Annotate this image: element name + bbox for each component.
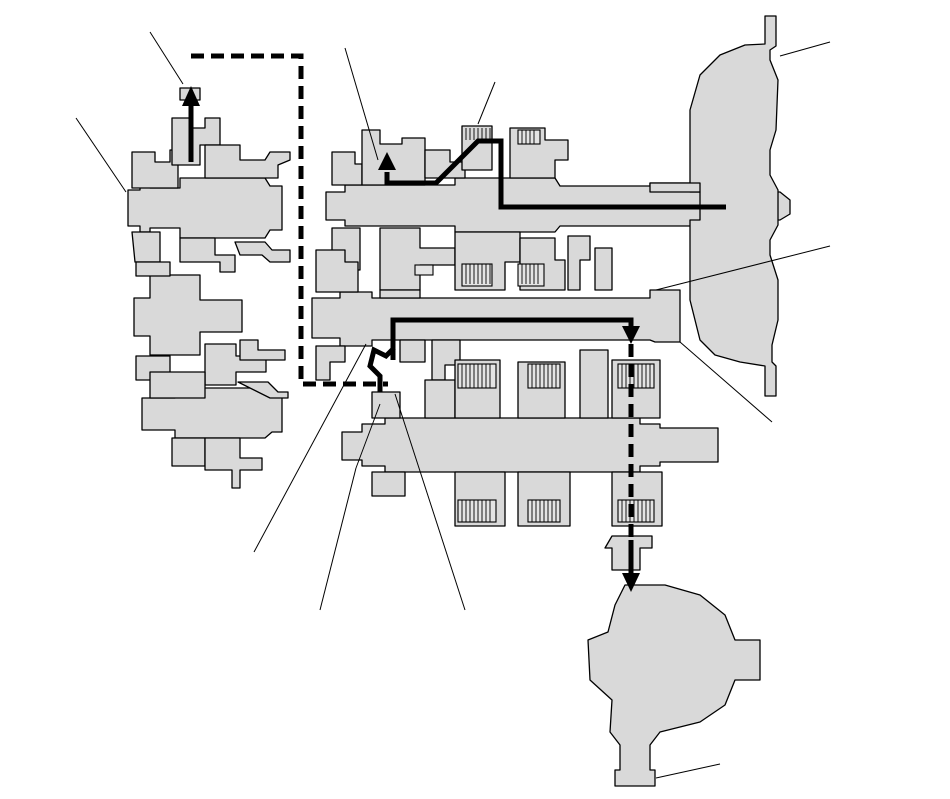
upper-gear-teeth: [465, 128, 491, 140]
leader-line: [779, 41, 831, 57]
leader-line: [394, 393, 466, 611]
flow-arrowhead: [622, 573, 640, 592]
leader-line: [477, 81, 496, 125]
flow-arrowhead: [182, 86, 200, 106]
leader-line: [355, 403, 381, 469]
upper-gear-body: [461, 125, 493, 171]
torque-converter: [649, 15, 779, 397]
leader-line: [344, 47, 379, 161]
differential-assembly: [587, 535, 761, 787]
leader-line: [319, 467, 357, 611]
leader-line: [149, 31, 184, 85]
left-middle-hub: [133, 261, 286, 386]
lower-output-shaft: [341, 349, 719, 527]
power-flow-solid: [182, 86, 726, 592]
flow-arrowhead: [378, 152, 396, 170]
leader-line: [655, 763, 721, 779]
leader-line: [75, 117, 127, 193]
power-flow-dashed: [191, 53, 634, 538]
leader-line: [655, 245, 831, 291]
leader-lines: [75, 31, 831, 779]
left-lower-shaft-assembly: [141, 371, 289, 489]
flow-arrowhead: [622, 326, 640, 344]
left-upper-shaft-assembly: [127, 87, 291, 273]
leader-line: [679, 341, 773, 423]
leader-line: [253, 343, 367, 553]
